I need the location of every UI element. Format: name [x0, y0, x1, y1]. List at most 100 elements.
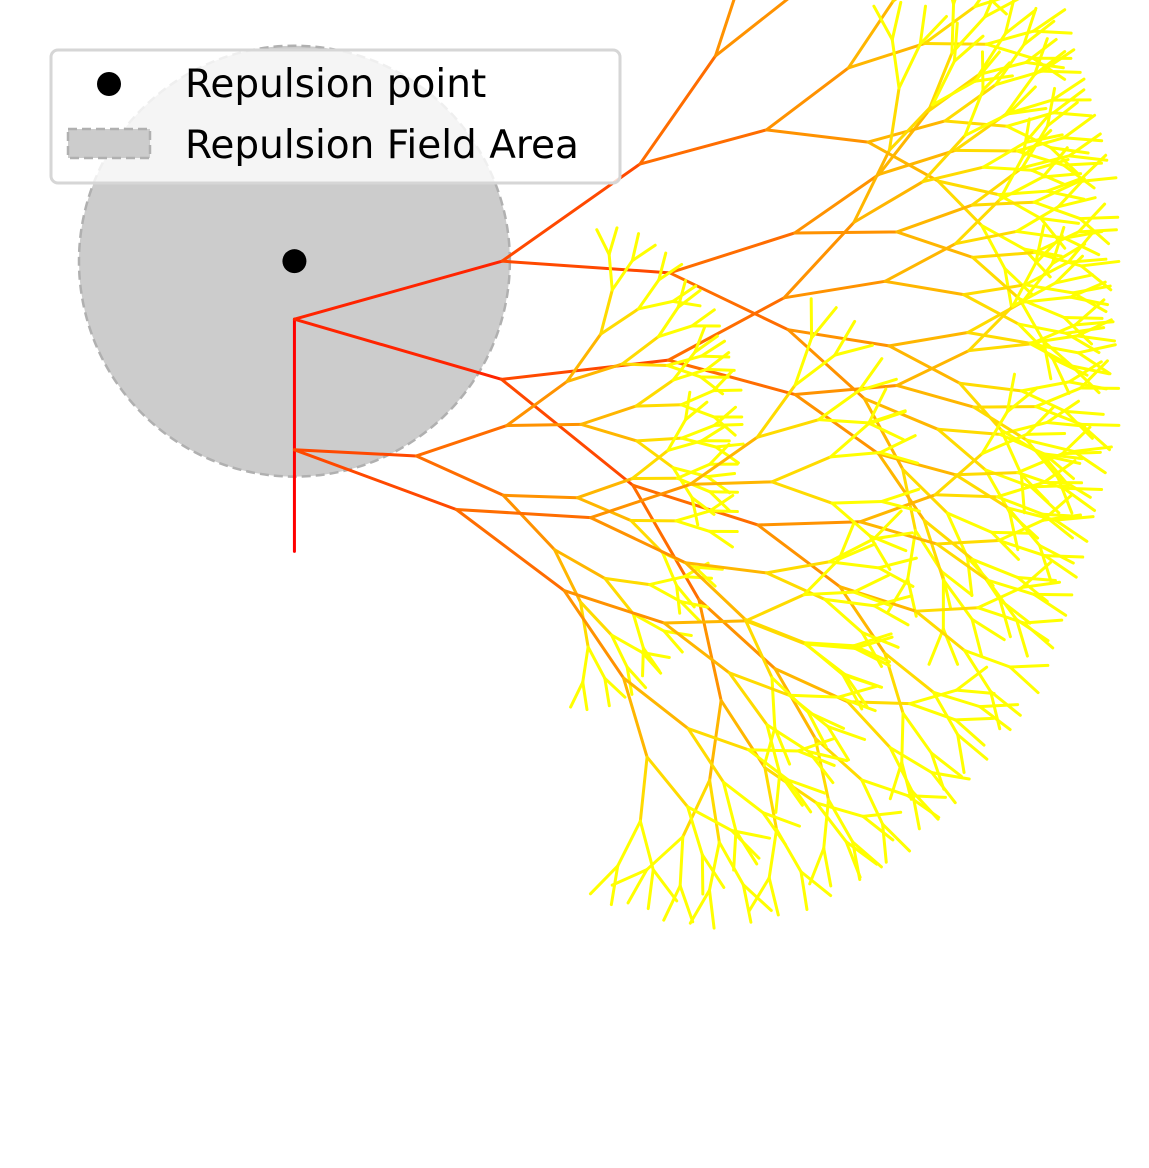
tree-branch: [858, 520, 939, 546]
tree-branch: [1067, 132, 1102, 158]
tree-branch: [895, 383, 976, 409]
tree-branch: [844, 840, 862, 879]
tree-branch: [662, 629, 684, 654]
tree-branch: [1072, 449, 1107, 475]
tree-branch: [631, 483, 760, 527]
tree-branch: [705, 351, 731, 371]
tree-branch: [1079, 359, 1109, 390]
tree-branch: [936, 427, 1002, 436]
tree-branch: [1066, 231, 1094, 264]
tree-branch: [616, 819, 642, 868]
tree-branch: [625, 665, 634, 696]
tree-branch: [1005, 386, 1039, 414]
tree-branch: [890, 38, 901, 90]
tree-branch: [686, 727, 725, 784]
tree-branch: [747, 876, 771, 912]
tree-branch: [665, 354, 703, 367]
tree-branch: [1079, 422, 1111, 452]
tree-branch: [610, 868, 649, 887]
tree-branch: [1056, 177, 1086, 209]
tree-branch: [565, 362, 624, 384]
tree-branch: [837, 684, 878, 699]
tree-branch: [1025, 438, 1060, 480]
tree-branch: [986, 578, 1036, 596]
tree-branch: [1015, 205, 1060, 233]
tree-branch: [679, 600, 702, 623]
tree-branch: [688, 888, 711, 925]
tree-branch: [625, 665, 648, 690]
tree-branch: [770, 455, 833, 484]
tree-branch: [708, 442, 731, 466]
tree-branch: [662, 884, 682, 922]
tree-branch: [802, 590, 856, 597]
tree-branch: [743, 617, 774, 680]
tree-branch: [631, 483, 701, 602]
tree-branch: [956, 733, 966, 774]
tree-branch: [890, 0, 903, 42]
tree-branch: [846, 0, 895, 70]
tree-branch: [1014, 617, 1029, 658]
tree-branch: [565, 332, 603, 384]
tree-branch: [579, 422, 639, 443]
tree-branch: [1051, 357, 1071, 395]
tree-branch: [796, 736, 837, 753]
tree-branch: [1033, 37, 1049, 77]
tree-branch: [730, 828, 761, 860]
tree-branch: [1038, 544, 1053, 584]
tree-branch: [697, 598, 723, 702]
tree-branch: [954, 198, 1002, 246]
tree-branch: [671, 299, 702, 308]
tree-branch: [861, 814, 895, 842]
tree-branch: [668, 271, 790, 332]
tree-branch: [1016, 575, 1049, 603]
tree-branch: [636, 299, 675, 311]
tree-branch: [505, 422, 583, 428]
tree-branch: [778, 771, 804, 807]
tree-branch: [1022, 621, 1055, 650]
tree-branch: [686, 805, 704, 857]
tree-branch: [713, 422, 744, 427]
tree-branch: [1034, 234, 1064, 265]
tree-branch: [1021, 129, 1053, 159]
tree-branch: [727, 671, 791, 697]
tree-branch: [989, 690, 1002, 731]
tree-branch: [817, 389, 861, 422]
tree-branch: [877, 148, 957, 176]
tree-branch: [877, 566, 915, 588]
tree-branch: [414, 424, 509, 458]
tree-branch: [945, 511, 969, 560]
tree-branch: [933, 452, 984, 497]
tree-branch: [746, 748, 790, 782]
tree-branch: [717, 840, 745, 887]
tree-branch: [1011, 261, 1038, 308]
tree-branch: [657, 251, 668, 282]
tree-branch: [674, 519, 712, 533]
tree-branch: [708, 698, 723, 782]
tree-branch: [941, 578, 974, 621]
tree-branch: [940, 570, 974, 597]
tree-branch: [814, 801, 848, 844]
tree-branch: [682, 575, 714, 580]
tree-branch: [985, 42, 1035, 60]
tree-branch: [970, 617, 984, 658]
tree-branch: [599, 288, 614, 336]
tree-branch: [808, 846, 826, 886]
tree-branch: [1062, 113, 1097, 140]
tree-branch: [971, 250, 1037, 259]
repulsion-point: [282, 249, 307, 274]
tree-branch: [1020, 154, 1071, 170]
tree-branch: [668, 231, 797, 275]
tree-branch: [674, 509, 712, 523]
tree-branch: [843, 672, 869, 709]
tree-branch: [980, 432, 1029, 456]
tree-branch: [822, 846, 833, 888]
tree-branch: [802, 557, 841, 597]
tree-branch: [981, 141, 1027, 169]
tree-branch: [866, 140, 940, 183]
tree-branch: [945, 511, 994, 534]
tree-branch: [638, 819, 655, 872]
tree-branch: [1066, 257, 1108, 264]
tree-branch: [1034, 386, 1083, 409]
tree-branch: [589, 516, 687, 565]
tree-branch: [1045, 399, 1081, 424]
